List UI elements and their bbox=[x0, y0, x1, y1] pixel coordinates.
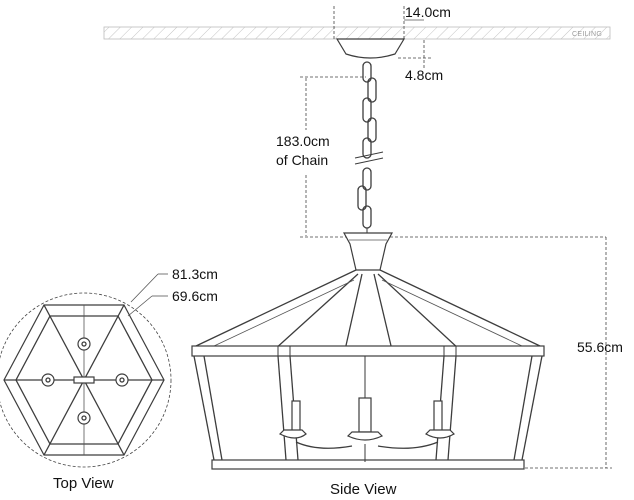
body-post bbox=[203, 355, 223, 461]
side-view-fixture bbox=[191, 232, 545, 470]
body-post bbox=[193, 355, 215, 461]
inner-diameter-leader bbox=[127, 295, 153, 317]
ceiling-label: CEILING bbox=[572, 31, 602, 38]
chain-link bbox=[362, 137, 372, 159]
chain-link bbox=[367, 77, 377, 103]
right-cup bbox=[425, 429, 455, 439]
body-post bbox=[447, 355, 457, 461]
right-candle bbox=[433, 400, 443, 432]
chain-length-label: 183.0cm bbox=[276, 133, 330, 149]
roof-inner-line bbox=[381, 279, 523, 347]
left-arm bbox=[295, 441, 353, 449]
upper-band bbox=[191, 345, 545, 357]
chain-link bbox=[362, 61, 372, 83]
left-candle-top bbox=[45, 377, 51, 383]
body-post bbox=[513, 355, 533, 461]
chain-break-mark bbox=[354, 157, 384, 165]
roof-rib bbox=[373, 273, 393, 351]
right-candle-cup bbox=[115, 373, 129, 387]
bottom-candle-cup bbox=[77, 411, 91, 425]
ceiling-hatch bbox=[103, 26, 611, 40]
outer-diameter-label: 81.3cm bbox=[172, 266, 218, 282]
ceiling: CEILING bbox=[103, 26, 611, 40]
left-cup bbox=[278, 429, 307, 439]
lantern-finial bbox=[342, 232, 394, 271]
chain-link bbox=[362, 97, 372, 123]
right-candle-top bbox=[119, 377, 125, 383]
top-candle-cup bbox=[77, 337, 91, 351]
roof-rib bbox=[273, 273, 359, 351]
top-view-title: Top View bbox=[53, 475, 114, 492]
top-candle bbox=[81, 341, 87, 347]
chain-link bbox=[362, 167, 372, 191]
canopy-width-label: 14.0cm bbox=[405, 4, 451, 20]
side-view-title: Side View bbox=[330, 481, 397, 498]
chain bbox=[354, 61, 384, 236]
canopy-height-label: 4.8cm bbox=[405, 67, 443, 83]
center-candle bbox=[358, 397, 372, 433]
outer-diameter-leader bbox=[130, 273, 159, 303]
outer-diameter-circle bbox=[0, 292, 172, 468]
left-candle-cup bbox=[41, 373, 55, 387]
height-dimension: 55.6cm bbox=[520, 237, 623, 469]
left-candle bbox=[291, 400, 301, 432]
right-arm bbox=[377, 441, 439, 449]
chain-break-mark bbox=[354, 151, 384, 159]
roof-rib bbox=[377, 273, 461, 351]
roof-edge-right bbox=[379, 269, 541, 347]
roof-inner-line bbox=[213, 279, 355, 347]
chain-suffix-label: of Chain bbox=[276, 152, 328, 168]
fixture-height-label: 55.6cm bbox=[577, 339, 623, 355]
bottom-candle-top bbox=[81, 415, 87, 421]
canopy: 14.0cm 4.8cm bbox=[333, 4, 451, 83]
inner-diameter-label: 69.6cm bbox=[172, 288, 218, 304]
roof-rib bbox=[344, 273, 363, 351]
center-hub bbox=[73, 376, 95, 384]
chain-dimension: 183.0cm of Chain bbox=[276, 76, 606, 238]
canopy-shape bbox=[335, 38, 406, 59]
lower-band bbox=[211, 459, 525, 470]
center-cup bbox=[346, 431, 384, 441]
top-view-fixture: 81.3cm 69.6cm bbox=[0, 266, 218, 468]
roof-edge-left bbox=[195, 269, 357, 347]
body-post bbox=[521, 355, 543, 461]
chain-link bbox=[367, 117, 377, 143]
body-post bbox=[277, 355, 287, 461]
chain-link bbox=[357, 185, 367, 211]
